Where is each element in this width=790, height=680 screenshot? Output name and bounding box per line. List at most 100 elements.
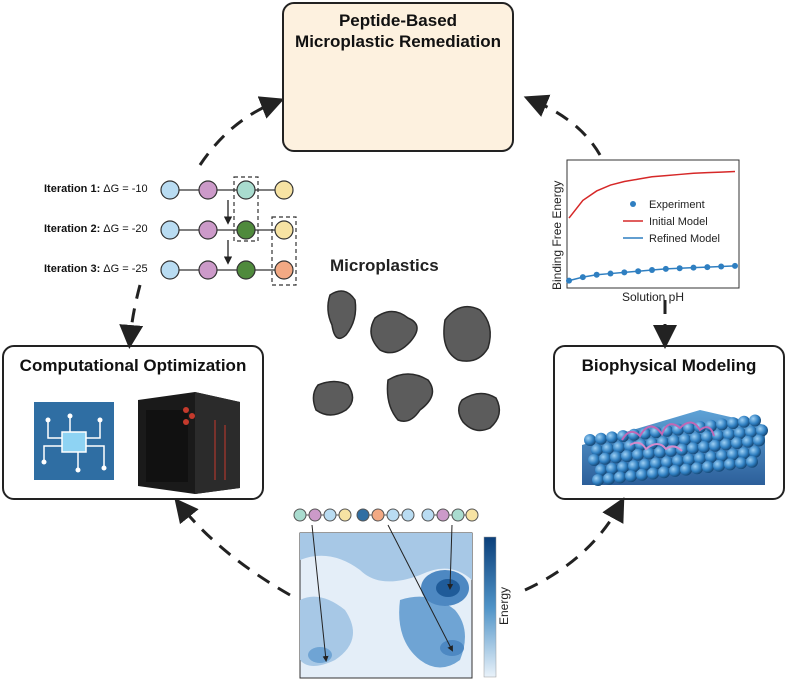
plastic-particle [386, 373, 434, 422]
peptide-chains-bottom [293, 508, 479, 522]
surface-sphere [603, 472, 615, 485]
surface-sphere [621, 450, 633, 463]
remediation-panel: Peptide-Based Microplastic Remediation [282, 2, 514, 152]
surface-sphere [643, 447, 655, 460]
surface-sphere [738, 447, 750, 460]
microplastics-title: Microplastics [330, 256, 439, 275]
legend-initial-model: Initial Model [649, 216, 708, 228]
surface-sphere [716, 418, 728, 431]
experiment-point [566, 277, 572, 284]
surface-sphere [724, 458, 736, 471]
legend-experiment: Experiment [649, 199, 705, 211]
energy-landscape [299, 524, 497, 679]
surface-sphere [683, 453, 695, 466]
series-line-initial-model [568, 170, 736, 219]
remediation-title-line1: Peptide-Based [338, 11, 458, 30]
surface-sphere [727, 417, 739, 430]
iteration-chains [160, 176, 297, 286]
surface-sphere [705, 419, 717, 432]
surface-sphere [676, 443, 688, 456]
surface-sphere [639, 427, 651, 440]
biophysical-panel: Biophysical Modeling [553, 345, 785, 500]
plastic-particle [370, 310, 418, 354]
surface-sphere [654, 446, 666, 459]
surface-sphere [745, 425, 757, 438]
surface-sphere [756, 424, 768, 437]
energy-axis-label: Energy [497, 587, 511, 625]
surface-sphere [606, 431, 618, 444]
biophysical-title: Biophysical Modeling [581, 356, 757, 375]
surface-sphere [591, 444, 603, 456]
surface-sphere [709, 439, 721, 452]
surface-sphere [683, 422, 695, 435]
surface-sphere [753, 434, 765, 447]
arrow-top-to-chart [523, 94, 602, 156]
supercomputer-icon [138, 392, 240, 494]
surface-sphere [628, 460, 640, 473]
surface-sphere [650, 457, 662, 470]
surface-sphere [731, 437, 743, 450]
surface-sphere [606, 462, 618, 475]
chart-x-label: Solution pH [622, 290, 684, 304]
surface-sphere [749, 445, 761, 458]
surface-sphere [690, 432, 702, 445]
plastic-particle [443, 305, 491, 362]
arrow-bottom-to-right [524, 497, 625, 592]
surface-sphere [617, 461, 629, 474]
chart-svg: Binding Free Energy Solution pH Experime… [550, 159, 740, 304]
surface-sphere [602, 442, 614, 455]
legend-refined-model: Refined Model [649, 233, 720, 245]
surface-sphere [694, 452, 706, 465]
surface-sphere [595, 464, 607, 476]
series-line-refined-model [568, 265, 736, 282]
surface-sphere [588, 454, 600, 466]
surface-sphere [599, 452, 611, 465]
chart-legend: Experiment Initial Model Refined Model [623, 199, 720, 245]
surface-sphere [705, 451, 717, 463]
plastic-particle [312, 380, 354, 416]
arrow-left-to-top [198, 96, 285, 166]
iteration-1-label: Iteration 1: ΔG = -10 [44, 183, 148, 195]
cpu-chip-icon [34, 402, 114, 480]
surface-sphere [610, 451, 622, 464]
surface-sphere [742, 435, 754, 448]
surface-sphere [672, 454, 684, 467]
surface-sphere [625, 470, 637, 483]
surface-sphere [713, 459, 725, 472]
remediation-title-line2: Microplastic Remediation [295, 32, 501, 51]
iteration-3-label: Iteration 3: ΔG = -25 [44, 263, 148, 275]
microplastic-particles [312, 290, 501, 432]
surface-sphere [632, 448, 644, 461]
arrow-iter-to-left [119, 284, 144, 349]
computational-panel: Computational Optimization [2, 345, 264, 500]
surface-sphere [727, 448, 739, 461]
surface-sphere [749, 414, 761, 427]
surface-sphere [723, 428, 735, 441]
surface-sphere [679, 433, 691, 446]
surface-sphere [746, 455, 758, 468]
surface-sphere [592, 474, 604, 486]
surface-sphere [716, 449, 728, 462]
cycle-arrows [119, 94, 677, 597]
surface-sphere [668, 434, 680, 447]
surface-sphere [701, 431, 713, 443]
surface-sphere [613, 441, 625, 454]
plastic-particle [327, 290, 357, 340]
surface-sphere [636, 468, 648, 481]
chart-y-label: Binding Free Energy [550, 181, 564, 290]
surface-sphere [595, 432, 607, 445]
surface-sphere [691, 462, 703, 475]
plastic-particle [458, 392, 501, 432]
computational-title: Computational Optimization [19, 356, 247, 375]
surface-sphere [661, 456, 673, 469]
surface-sphere [738, 415, 750, 428]
surface-sphere [698, 441, 710, 453]
surface-sphere [639, 458, 651, 471]
surface-sphere [647, 467, 659, 480]
binding-energy-chart: Binding Free Energy Solution pH Experime… [547, 155, 742, 305]
surface-sphere [584, 434, 596, 446]
surface-sphere [712, 429, 724, 442]
molecular-surface-render [582, 385, 768, 486]
surface-sphere [687, 442, 699, 455]
surface-sphere [669, 464, 681, 477]
